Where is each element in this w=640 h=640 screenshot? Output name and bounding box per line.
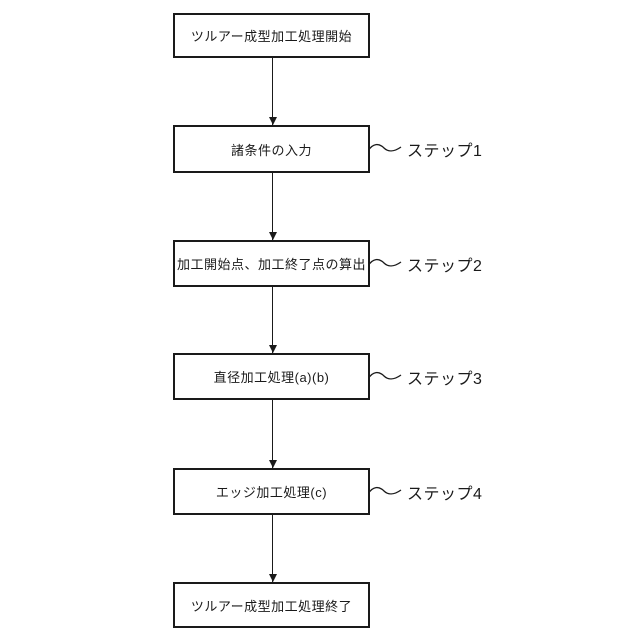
flow-node-edge-processing: エッジ加工処理(c) [173, 468, 370, 515]
flow-arrow-4 [268, 400, 277, 468]
flow-node-calc-points-label: 加工開始点、加工終了点の算出 [176, 257, 366, 272]
flow-node-input-conditions-label: 諸条件の入力 [230, 142, 312, 158]
tilde-connector-icon [368, 486, 402, 495]
flow-node-start: ツルアー成型加工処理開始 [173, 13, 370, 58]
flow-node-start-label: ツルアー成型加工処理開始 [190, 29, 353, 44]
flow-node-edge-processing-label: エッジ加工処理(c) [215, 485, 328, 500]
step-label-3: ステップ3 [368, 366, 482, 388]
step-label-2-text: ステップ2 [407, 258, 483, 275]
tilde-connector-icon [368, 371, 402, 380]
flow-node-end-label: ツルアー成型加工処理終了 [190, 598, 353, 614]
flow-arrow-3 [268, 287, 277, 353]
step-label-4: ステップ4 [368, 481, 482, 503]
step-label-4-text: ステップ4 [407, 486, 483, 503]
flow-arrow-2 [268, 173, 277, 240]
flow-node-diameter-processing-label: 直径加工処理(a)(b) [213, 370, 330, 385]
flow-arrow-1 [268, 58, 277, 125]
tilde-connector-icon [368, 143, 402, 152]
flow-node-input-conditions: 諸条件の入力 [173, 125, 370, 173]
step-label-1: ステップ1 [368, 138, 482, 160]
flow-arrow-5 [268, 515, 277, 582]
flow-node-diameter-processing: 直径加工処理(a)(b) [173, 353, 370, 400]
step-label-1-text: ステップ1 [407, 143, 483, 160]
tilde-connector-icon [368, 258, 402, 267]
flow-node-end: ツルアー成型加工処理終了 [173, 582, 370, 628]
step-label-3-text: ステップ3 [407, 371, 483, 388]
step-label-2: ステップ2 [368, 253, 482, 275]
flow-node-calc-points: 加工開始点、加工終了点の算出 [173, 240, 370, 287]
